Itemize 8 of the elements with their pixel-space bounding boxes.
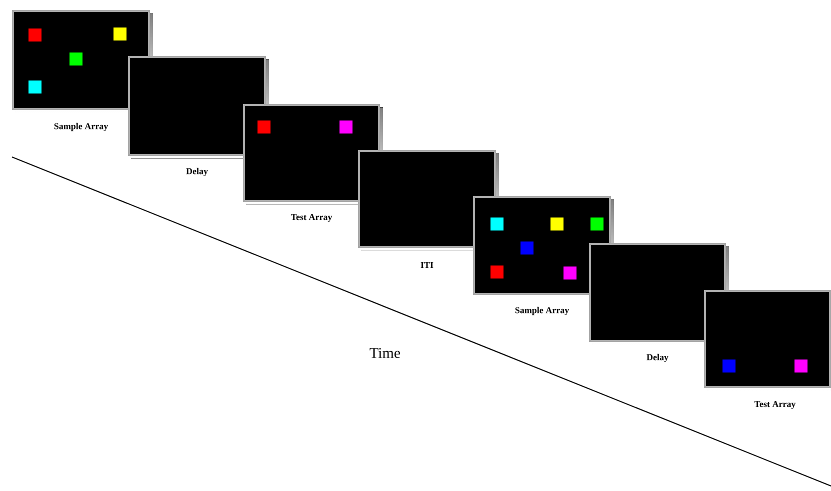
screen-caption: ITI bbox=[420, 262, 434, 268]
screen-caption: Delay bbox=[646, 354, 668, 362]
screen-caption: Test Array bbox=[754, 401, 796, 409]
screen-caption: Test Array bbox=[290, 214, 332, 222]
screen-caption: Delay bbox=[186, 168, 208, 176]
screen-caption: Sample Array bbox=[515, 306, 570, 316]
axis-label: Time bbox=[370, 348, 400, 358]
screen-caption: Sample Array bbox=[54, 122, 108, 132]
